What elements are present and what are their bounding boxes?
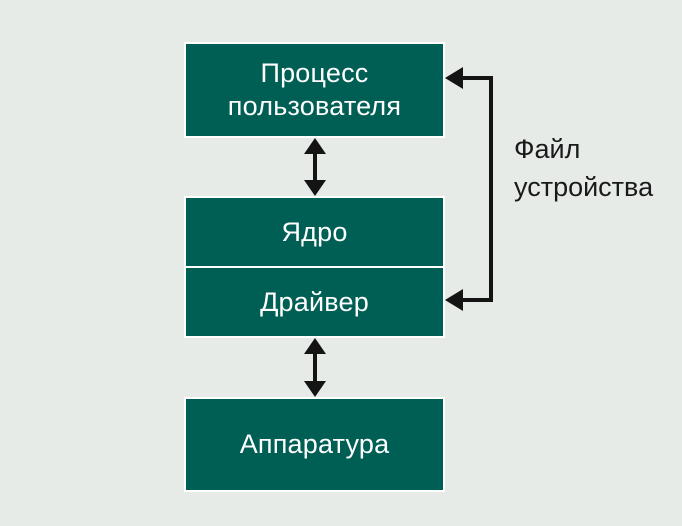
arrow-driver-hardware-head-up: [304, 338, 326, 354]
hardware-box: Аппаратура: [184, 397, 445, 492]
arrow-device-file-head-bottom: [445, 289, 463, 311]
driver-box: Драйвер: [184, 266, 445, 338]
user-process-label-line1: Процесс: [260, 58, 369, 88]
user-process-box: Процесс пользователя: [184, 42, 445, 138]
driver-label: Драйвер: [260, 286, 369, 317]
arrow-user-kernel: [304, 138, 326, 196]
hardware-label: Аппаратура: [239, 429, 390, 459]
arrow-device-file-bracket-line: [458, 76, 493, 302]
arrow-user-kernel-head-down: [304, 180, 326, 196]
arrow-device-file-bracket: [445, 67, 493, 311]
kernel-label: Ядро: [281, 216, 348, 247]
arrow-driver-hardware: [304, 338, 326, 397]
arrow-user-kernel-head-up: [304, 138, 326, 154]
arrow-driver-hardware-head-down: [304, 381, 326, 397]
device-file-label-line1: Файл: [514, 134, 581, 164]
device-file-label-line2: устройства: [514, 172, 654, 202]
device-file-label: Файл устройства: [514, 130, 653, 206]
user-process-label-line2: пользователя: [227, 91, 402, 121]
kernel-box: Ядро: [184, 196, 445, 268]
arrow-device-file-head-top: [445, 67, 463, 89]
